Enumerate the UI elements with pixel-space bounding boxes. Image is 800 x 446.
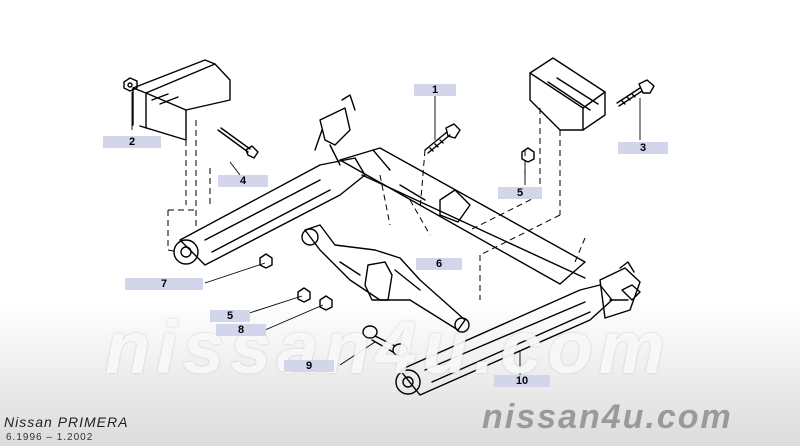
left-body-rail bbox=[132, 59, 231, 141]
production-dates: 6.1996 – 1.2002 bbox=[6, 432, 94, 443]
callout-1: 1 bbox=[414, 84, 456, 96]
bolt-3 bbox=[616, 79, 655, 107]
trailing-arm-right bbox=[395, 261, 641, 396]
site-logo-text: nissan4u.com bbox=[482, 398, 733, 436]
trailing-arm-left bbox=[173, 94, 366, 266]
bolt-4 bbox=[217, 127, 259, 159]
callout-2: 2 bbox=[103, 136, 161, 148]
callout-9: 9 bbox=[284, 360, 334, 372]
callout-7: 7 bbox=[125, 278, 203, 290]
callout-8: 8 bbox=[216, 324, 266, 336]
right-body-rail bbox=[529, 57, 606, 131]
nut-5-lower bbox=[297, 287, 311, 303]
cross-member bbox=[339, 147, 586, 285]
watermark-text: nissan4u.com bbox=[105, 306, 671, 389]
nut-5-upper bbox=[521, 147, 535, 163]
lower-link-6 bbox=[301, 224, 470, 333]
bolt-1 bbox=[424, 123, 461, 154]
callout-5-lower: 5 bbox=[210, 310, 250, 322]
nut-left bbox=[259, 253, 273, 269]
callout-5-upper: 5 bbox=[498, 187, 542, 199]
model-name: Nissan PRIMERA bbox=[4, 414, 129, 430]
callout-3: 3 bbox=[618, 142, 668, 154]
callout-10: 10 bbox=[494, 375, 550, 387]
callout-4: 4 bbox=[218, 175, 268, 187]
nut-8 bbox=[319, 295, 333, 311]
link-9 bbox=[362, 325, 408, 357]
callout-6: 6 bbox=[416, 258, 462, 270]
nut-2 bbox=[123, 77, 138, 92]
